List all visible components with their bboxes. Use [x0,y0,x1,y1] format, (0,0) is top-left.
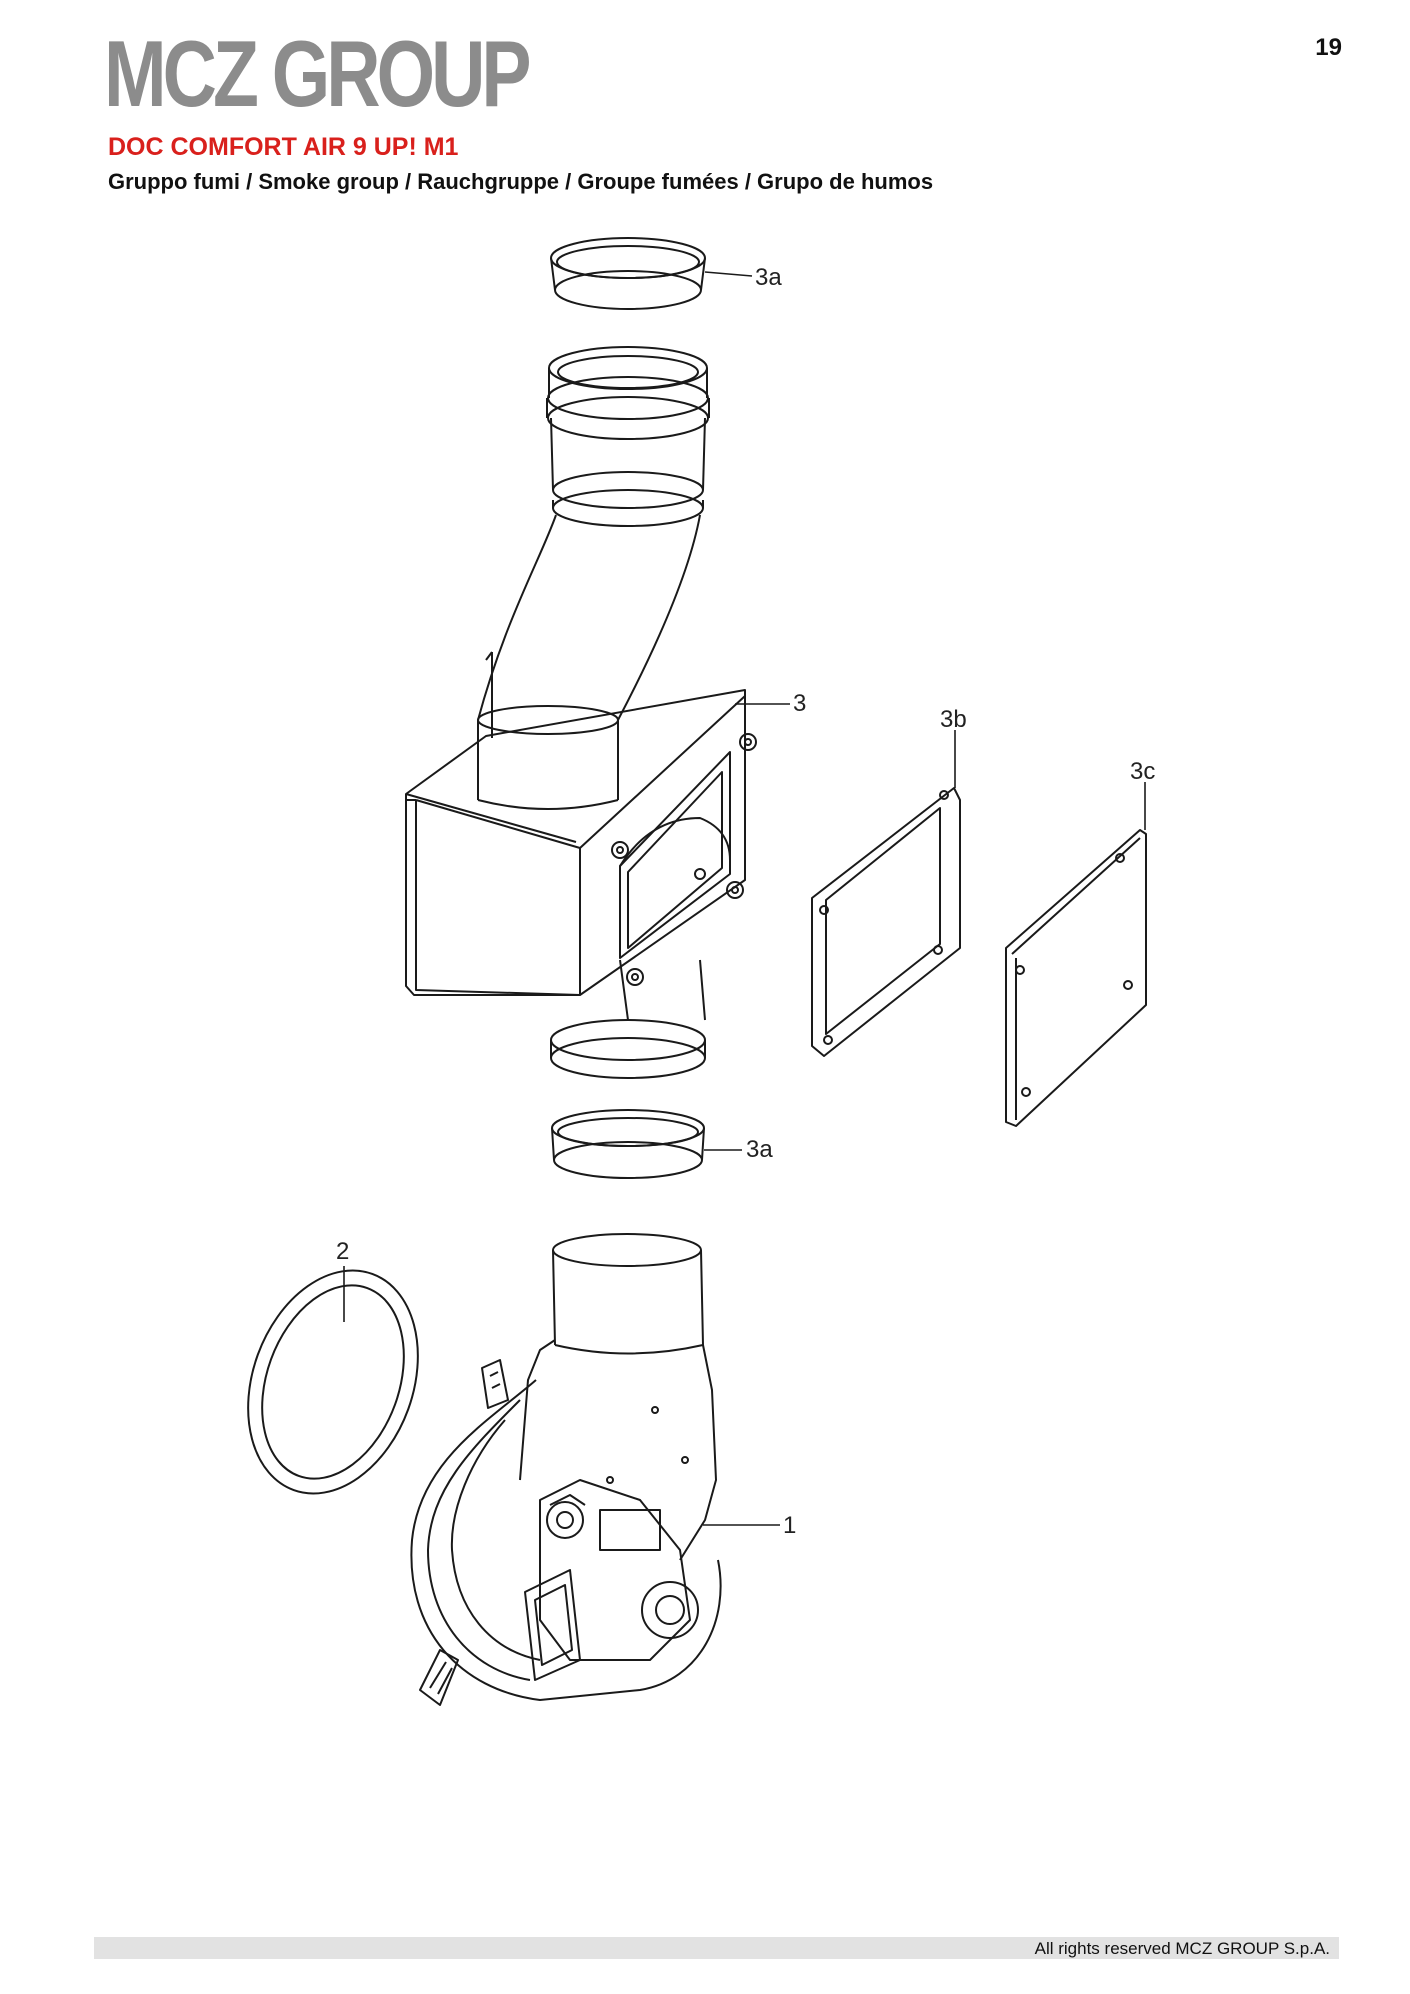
part-3a-bottom-ring [551,1109,742,1179]
part-3-upper-pipe [477,346,710,810]
part-3c-cover-plate [1005,782,1147,1127]
part-3a-top-ring [550,237,753,310]
callout-3: 3 [793,690,807,717]
model-title: DOC COMFORT AIR 9 UP! M1 [108,133,459,161]
page-number: 19 [1315,34,1342,61]
section-subtitle: Gruppo fumi / Smoke group / Rauchgruppe … [108,169,934,194]
callout-3c: 3c [1130,758,1156,785]
part-3b-gasket [811,730,961,1057]
part-3-smoke-box [405,651,790,1079]
callout-3b: 3b [940,706,967,733]
callout-3a-bottom: 3a [746,1136,773,1163]
part-2-gasket-ring [247,1266,419,1495]
footer-copyright: All rights reserved MCZ GROUP S.p.A. [1034,1939,1330,1958]
brand-logo: MCZ GROUP [104,21,532,126]
part-1-blower [410,1233,780,1706]
callout-2: 2 [336,1238,350,1265]
callout-3a-top: 3a [755,264,782,291]
callout-1: 1 [783,1512,797,1539]
footer-bar [94,1937,1339,1959]
